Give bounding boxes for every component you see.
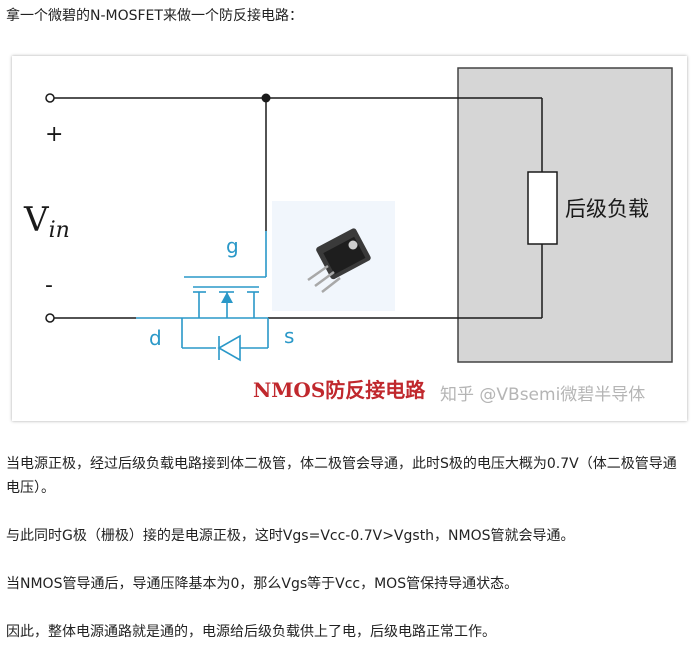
- transistor-leads: [307, 264, 341, 293]
- source-label: s: [284, 324, 294, 348]
- minus-label: -: [45, 273, 53, 298]
- vin-label: Vin: [23, 200, 70, 243]
- intro-text: 拿一个微碧的N-MOSFET来做一个防反接电路：: [6, 8, 303, 24]
- plus-terminal: [45, 93, 55, 103]
- load-label: 后级负载: [565, 197, 649, 221]
- circuit-figure: + Vin - g d s 后级负载 NMOS防反接电路 知乎 @VBsemi微…: [12, 56, 687, 421]
- paragraph-1: 当电源正极，经过后级负载电路接到体二极管，体二极管会导通，此时S极的电压大概为0…: [6, 456, 677, 496]
- load-block: [457, 67, 673, 363]
- gate-label: g: [226, 234, 239, 258]
- vin-sub: in: [49, 218, 70, 243]
- nmos-arrow: [221, 292, 233, 303]
- load-resistor: [527, 171, 558, 245]
- paragraph-4: 因此，整体电源通路就是通的，电源给后级负载供上了电，后级电路正常工作。: [6, 624, 496, 640]
- circuit-wires: [50, 97, 543, 319]
- transistor-photo: [307, 228, 371, 293]
- figure-caption: NMOS防反接电路: [253, 378, 426, 402]
- junction-dot: [261, 93, 271, 103]
- paragraph-2: 与此同时G极（栅极）接的是电源正极，这时Vgs=Vcc-0.7V>Vgsth，N…: [6, 528, 575, 544]
- drain-label: d: [149, 326, 162, 350]
- circuit-diagram: + Vin - g d s 后级负载 NMOS防反接电路 知乎 @VBsemi微…: [23, 67, 673, 405]
- minus-terminal: [45, 313, 55, 323]
- watermark: 知乎 @VBsemi微碧半导体: [440, 385, 645, 405]
- vin-main: V: [23, 200, 50, 240]
- plus-label: +: [45, 122, 63, 147]
- paragraph-3: 当NMOS管导通后，导通压降基本为0，那么Vgs等于Vcc，MOS管保持导通状态…: [6, 576, 519, 592]
- nmos-symbol: [136, 231, 269, 362]
